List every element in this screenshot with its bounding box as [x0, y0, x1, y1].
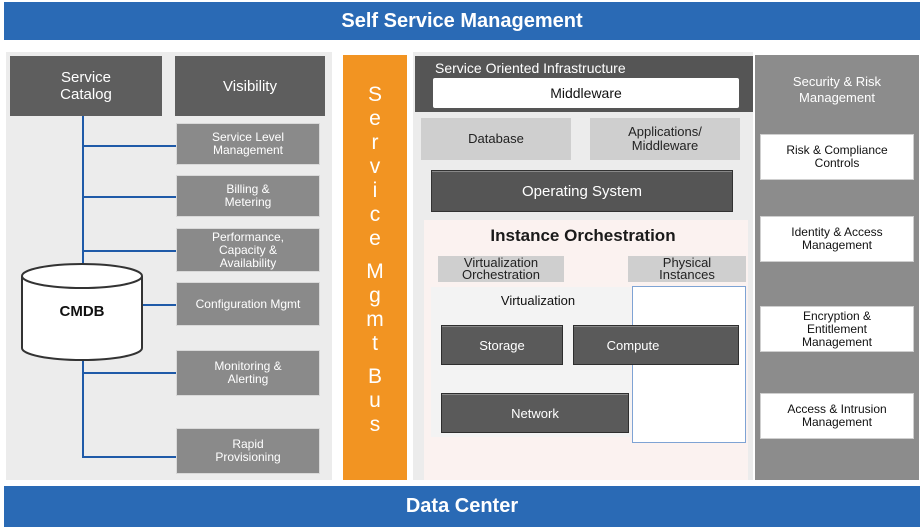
- risk-compliance-label: Risk & Compliance Controls: [786, 143, 888, 170]
- bus-letter: i: [372, 179, 378, 202]
- bus-letter: m: [366, 308, 384, 331]
- access-intrusion-box: Access & Intrusion Management: [760, 393, 914, 439]
- self-service-management-banner: Self Service Management: [4, 2, 920, 40]
- compute-box: Compute: [573, 325, 739, 365]
- service-mgmt-bus: S e r v i c e M g m t B u s: [343, 55, 407, 480]
- performance-capacity-availability-box: Performance, Capacity & Availability: [176, 228, 320, 272]
- service-catalog-box: Service Catalog: [10, 56, 162, 116]
- bus-letter: s: [369, 413, 381, 436]
- monitoring-alerting-box: Monitoring & Alerting: [176, 350, 320, 396]
- risk-compliance-box: Risk & Compliance Controls: [760, 134, 914, 180]
- connector-provisioning: [82, 456, 177, 458]
- applications-middleware-box: Applications/ Middleware: [590, 118, 740, 160]
- operating-system-label: Operating System: [521, 182, 643, 200]
- virtualization-label: Virtualization: [500, 292, 576, 308]
- visibility-label: Visibility: [223, 77, 277, 95]
- connector-service-level: [82, 145, 177, 147]
- rapid-provisioning-label: Rapid Provisioning: [215, 437, 281, 464]
- database-label: Database: [468, 131, 524, 146]
- cmdb-label: CMDB: [59, 302, 105, 320]
- access-intrusion-label: Access & Intrusion Management: [787, 402, 887, 429]
- connector-performance: [82, 250, 177, 252]
- security-risk-header: Security & Risk Management: [755, 72, 919, 108]
- cmdb-cylinder-icon: [21, 263, 143, 361]
- bus-letter: S: [367, 83, 382, 106]
- top-banner-label: Self Service Management: [341, 9, 583, 32]
- compute-label: Compute: [606, 337, 660, 353]
- storage-box: Storage: [441, 325, 563, 365]
- service-level-management-box: Service Level Management: [176, 123, 320, 165]
- middleware-label: Middleware: [550, 85, 622, 101]
- virtualization-orchestration-box: Virtualization Orchestration: [438, 256, 564, 282]
- operating-system-box: Operating System: [431, 170, 733, 212]
- configuration-mgmt-label: Configuration Mgmt: [195, 296, 301, 311]
- bus-letter: c: [369, 203, 381, 226]
- bus-letter: e: [369, 107, 381, 130]
- security-risk-label: Security & Risk Management: [792, 74, 882, 105]
- virtualization-orchestration-label: Virtualization Orchestration: [461, 255, 541, 282]
- billing-metering-box: Billing & Metering: [176, 175, 320, 217]
- bus-letter: v: [369, 155, 381, 178]
- bus-letter: t: [372, 332, 378, 355]
- service-oriented-infrastructure-box: Service Oriented Infrastructure Middlewa…: [415, 56, 753, 112]
- monitoring-alerting-label: Monitoring & Alerting: [214, 359, 282, 386]
- identity-access-label: Identity & Access Management: [791, 225, 883, 252]
- physical-instances-label: Physical Instances: [659, 255, 715, 282]
- encryption-entitlement-label: Encryption & Entitlement Management: [801, 308, 873, 349]
- storage-label: Storage: [479, 337, 525, 353]
- configuration-mgmt-box: Configuration Mgmt: [176, 282, 320, 326]
- data-center-banner: Data Center: [4, 486, 920, 527]
- bus-letter: u: [369, 389, 381, 412]
- performance-capacity-availability-label: Performance, Capacity & Availability: [211, 229, 285, 270]
- database-box: Database: [421, 118, 571, 160]
- bus-letter: e: [369, 227, 381, 250]
- connector-billing: [82, 196, 177, 198]
- encryption-entitlement-box: Encryption & Entitlement Management: [760, 306, 914, 352]
- physical-instances-box: Physical Instances: [628, 256, 746, 282]
- network-label: Network: [511, 405, 559, 421]
- bus-letter: M: [366, 260, 384, 283]
- bus-letter: g: [369, 284, 381, 307]
- bus-letter: r: [371, 131, 379, 154]
- visibility-box: Visibility: [175, 56, 325, 116]
- middleware-box: Middleware: [433, 78, 739, 108]
- soi-title: Service Oriented Infrastructure: [435, 60, 626, 76]
- bus-letter: B: [367, 365, 382, 388]
- network-box: Network: [441, 393, 629, 433]
- rapid-provisioning-box: Rapid Provisioning: [176, 428, 320, 474]
- billing-metering-label: Billing & Metering: [224, 182, 272, 209]
- service-level-management-label: Service Level Management: [211, 130, 285, 157]
- connector-monitoring: [82, 372, 177, 374]
- instance-orchestration-title: Instance Orchestration: [490, 226, 676, 245]
- bottom-banner-label: Data Center: [405, 495, 519, 517]
- identity-access-box: Identity & Access Management: [760, 216, 914, 262]
- service-catalog-label: Service Catalog: [60, 69, 112, 103]
- applications-middleware-label: Applications/ Middleware: [628, 124, 702, 153]
